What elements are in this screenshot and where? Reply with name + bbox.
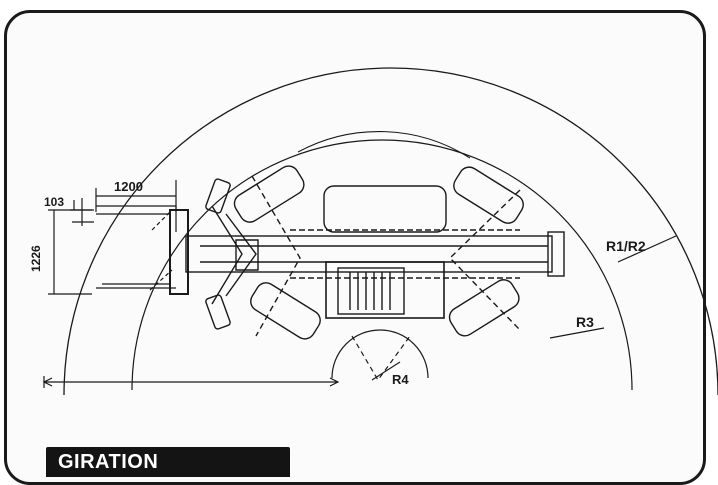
drawing-frame — [4, 10, 706, 485]
dim-103-label: 103 — [44, 195, 64, 209]
arc-r1-r2 — [63, 67, 718, 396]
bottom-dim-line — [42, 376, 340, 388]
arc-r4 — [331, 329, 429, 379]
r3-leader — [549, 327, 605, 339]
radius-r3-label: R3 — [576, 314, 594, 330]
turning-radius-diagram: 103 1200 1226 R1/R2 R3 R4 — [29, 67, 718, 396]
fork-left — [96, 205, 177, 232]
arc-inner — [297, 130, 471, 159]
dim-1226-label: 1226 — [29, 245, 43, 272]
machine-body — [185, 165, 565, 340]
dim-1200-label: 1200 — [114, 179, 143, 194]
arc-r3 — [131, 139, 633, 391]
radius-r4-label: R4 — [392, 372, 409, 387]
section-title: GIRATION — [46, 447, 290, 477]
radius-r1-r2-label: R1/R2 — [606, 238, 646, 254]
r1-leader — [617, 235, 677, 263]
